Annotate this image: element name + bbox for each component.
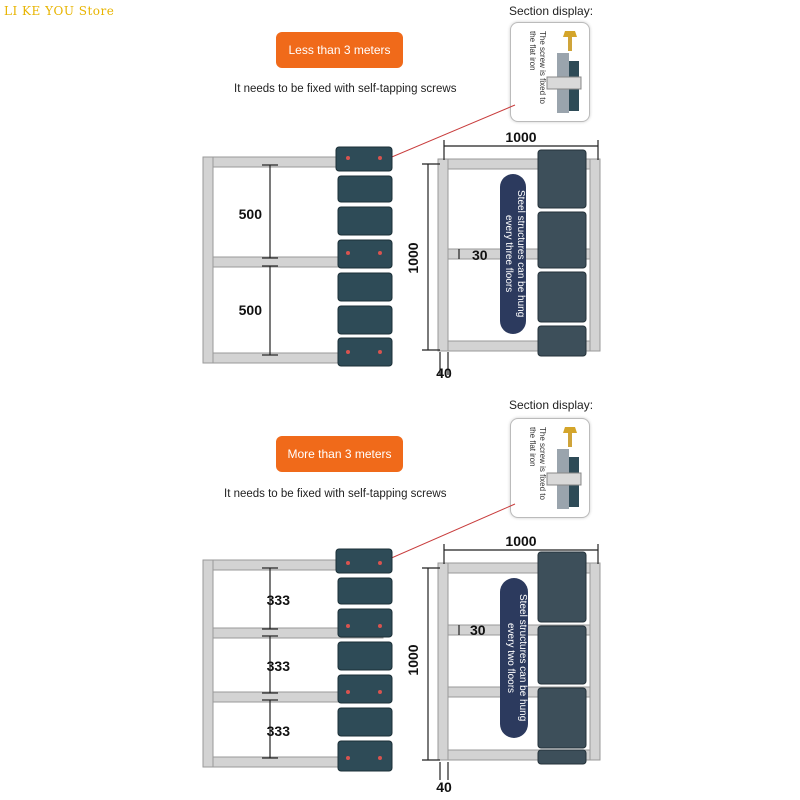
- bottom-section-callout: The screw is fixed to the flat iron: [510, 418, 590, 518]
- bottom-diagram: More than 3 meters It needs to be fixed …: [0, 398, 800, 800]
- top-right-bins: [537, 149, 587, 357]
- bottom-hang-note-text: Steel structures can be hung every two f…: [505, 594, 528, 722]
- bottom-frame-drawing: 333 333 333 1000 1000 30 40: [202, 503, 601, 795]
- top-dim-bar: 30: [472, 247, 488, 263]
- top-badge: Less than 3 meters: [276, 32, 403, 68]
- bottom-dim-bar: 30: [470, 622, 486, 638]
- top-section-callout: The screw is fixed to the flat iron: [510, 22, 590, 122]
- bottom-dim-width: 1000: [505, 533, 536, 549]
- top-dim-width: 1000: [505, 129, 536, 145]
- bottom-right-bins: [537, 551, 587, 765]
- top-diagram: Less than 3 meters It needs to be fixed …: [202, 4, 601, 381]
- bottom-dim-post: 40: [436, 779, 452, 795]
- bottom-section-label: Section display:: [509, 398, 594, 412]
- top-dim-height: 1000: [405, 242, 421, 273]
- bottom-bins: [335, 548, 393, 772]
- bottom-dim-height: 1000: [405, 644, 421, 675]
- top-bins: [335, 146, 393, 367]
- screw-section-icon: [546, 427, 582, 509]
- store-watermark: LI KE YOU Store: [4, 4, 115, 18]
- top-hang-note-text: Steel structures can be hung every three…: [503, 190, 526, 318]
- top-left-frame: [202, 156, 384, 364]
- top-frame-drawing: 500 500 1000 1000 30 40: [202, 104, 601, 381]
- bottom-dim-spacing-3: 333: [267, 723, 291, 739]
- bottom-callout-text: The screw is fixed to the flat iron: [528, 427, 547, 500]
- bottom-instruction: It needs to be fixed with self-tapping s…: [224, 488, 447, 500]
- top-dim-post: 40: [436, 365, 452, 381]
- bottom-dim-spacing-1: 333: [267, 592, 291, 608]
- top-instruction: It needs to be fixed with self-tapping s…: [234, 83, 457, 95]
- top-hang-note: [500, 174, 526, 334]
- top-dim-spacing-1: 500: [239, 206, 263, 222]
- top-callout-text: The screw is fixed to the flat iron: [528, 31, 547, 104]
- bottom-badge: More than 3 meters: [276, 436, 403, 472]
- top-dim-spacing-2: 500: [239, 302, 263, 318]
- top-section-label: Section display:: [509, 4, 594, 18]
- bottom-hang-note: [500, 578, 528, 738]
- screw-section-icon: [546, 31, 582, 113]
- bottom-dim-spacing-2: 333: [267, 658, 291, 674]
